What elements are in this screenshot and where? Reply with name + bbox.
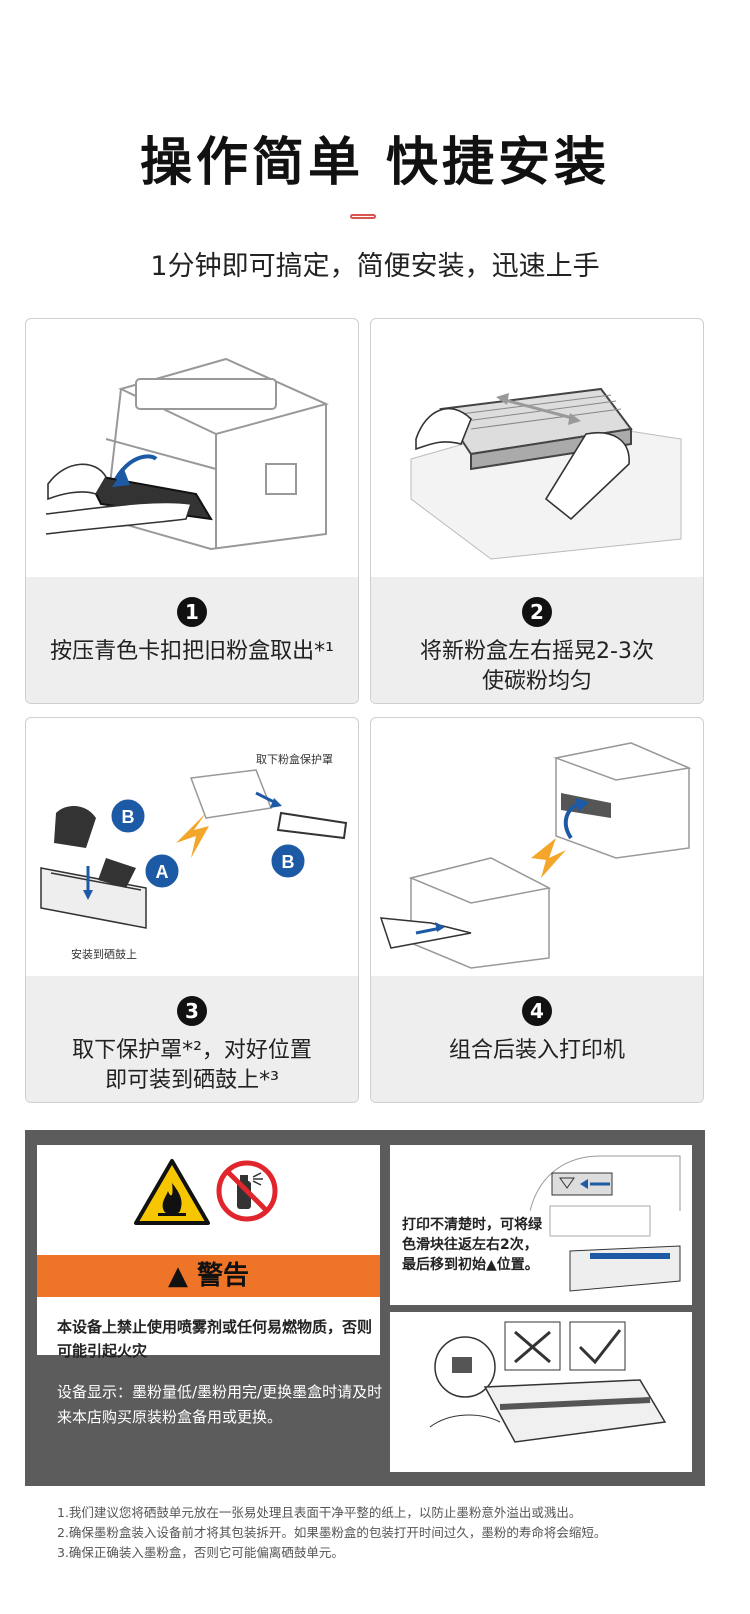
slider-hint-box: 打印不清楚时，可将绿色滑块往返左右2次，最后移到初始▲位置。 <box>390 1145 692 1305</box>
warning-box: ▲ 警告 本设备上禁止使用喷雾剂或任何易燃物质，否则可能引起火灾 <box>37 1145 380 1360</box>
step-number-1: 1 <box>177 597 207 627</box>
step-text-2a: 将新粉盒左右摇晃2-3次 <box>420 639 654 664</box>
footnote-1: 1.我们建议您将硒鼓单元放在一张易处理且表面干净平整的纸上，以防止墨粉意外溢出或… <box>57 1505 582 1520</box>
step-number-3: 3 <box>177 996 207 1026</box>
step-number-4: 4 <box>522 996 552 1026</box>
step-number-2: 2 <box>522 597 552 627</box>
title-divider <box>350 214 376 219</box>
step-caption-1: 1 按压青色卡扣把旧粉盒取出*¹ <box>26 577 358 703</box>
step-text-4: 组合后装入打印机 <box>448 1038 625 1063</box>
warning-label: 警告 <box>197 1261 250 1291</box>
step-card-3: B A B 取下粉盒保护罩 安装到硒鼓上 3 取下保护罩*²，对好位置 即可装到… <box>25 717 359 1103</box>
footnote-2: 2.确保墨粉盒装入设备前才将其包装拆开。如果墨粉盒的包装打开时间过久，墨粉的寿命… <box>57 1525 607 1540</box>
warning-bar: ▲ 警告 <box>37 1255 380 1297</box>
step-caption-2: 2 将新粉盒左右摇晃2-3次 使碳粉均匀 <box>371 577 703 703</box>
drum-clean-illustration <box>429 1321 667 1443</box>
device-display-note: 设备显示：墨粉量低/墨粉用完/更换墨盒时请及时来本店购买原装粉盒备用或更换。 <box>57 1383 383 1426</box>
install-toner-illustration: B A B 取下粉盒保护罩 安装到硒鼓上 <box>26 718 358 976</box>
footnotes: 1.我们建议您将硒鼓单元放在一张易处理且表面干净平整的纸上，以防止墨粉意外溢出或… <box>57 1503 737 1563</box>
step-caption-4: 4 组合后装入打印机 <box>371 976 703 1102</box>
no-spray-icon <box>216 1160 278 1222</box>
footnote-3: 3.确保正确装入墨粉盒，否则它可能偏离硒鼓单元。 <box>57 1545 344 1560</box>
warning-triangle-icon: ▲ <box>167 1261 188 1291</box>
step-card-4: 4 组合后装入打印机 <box>370 717 704 1103</box>
label-remove-cover: 取下粉盒保护罩 <box>256 752 333 766</box>
page-subtitle: 1分钟即可搞定，简便安装，迅速上手 <box>150 251 600 282</box>
warning-panel: ▲ 警告 本设备上禁止使用喷雾剂或任何易燃物质，否则可能引起火灾 设备显示：墨粉… <box>25 1130 705 1486</box>
badge-a: A <box>156 862 169 882</box>
step-text-3a: 取下保护罩*²，对好位置 <box>72 1038 312 1063</box>
fire-hazard-icon <box>134 1159 210 1225</box>
step-caption-3: 3 取下保护罩*²，对好位置 即可装到硒鼓上*³ <box>26 976 358 1102</box>
step-text-2b: 使碳粉均匀 <box>481 669 592 694</box>
printer-remove-toner-illustration <box>26 319 358 577</box>
step-card-2: 2 将新粉盒左右摇晃2-3次 使碳粉均匀 <box>370 318 704 704</box>
badge-b-1: B <box>122 807 135 827</box>
drum-clean-box <box>390 1312 692 1472</box>
insert-drum-illustration <box>371 718 703 976</box>
drum-slider-illustration <box>530 1155 681 1292</box>
page-title: 操作简单 快捷安装 <box>139 133 611 193</box>
step-text-3b: 即可装到硒鼓上*³ <box>105 1068 279 1093</box>
warning-text: 本设备上禁止使用喷雾剂或任何易燃物质，否则可能引起火灾 <box>57 1318 373 1360</box>
step-card-1: 1 按压青色卡扣把旧粉盒取出*¹ <box>25 318 359 704</box>
label-install-drum: 安装到硒鼓上 <box>71 947 137 961</box>
slider-hint-text: 打印不清楚时，可将绿色滑块往返左右2次，最后移到初始▲位置。 <box>402 1217 542 1273</box>
step-text-1: 按压青色卡扣把旧粉盒取出*¹ <box>50 639 334 664</box>
shake-toner-illustration <box>371 319 703 577</box>
badge-b-2: B <box>282 852 295 872</box>
